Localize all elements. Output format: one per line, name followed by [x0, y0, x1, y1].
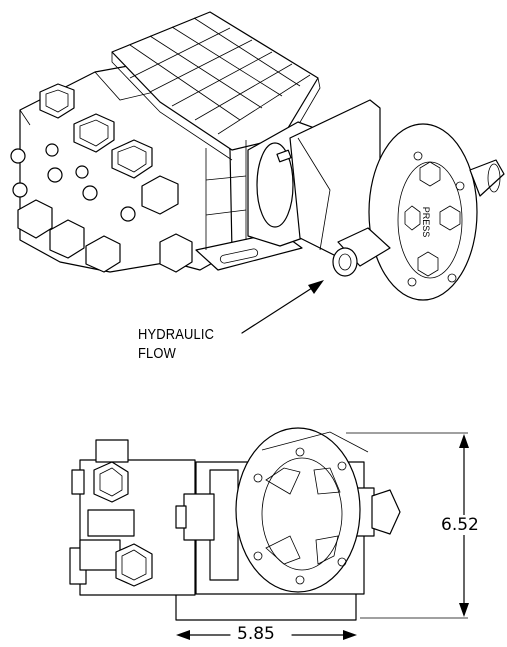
port-label: PRESS: [421, 207, 431, 238]
hydraulic-flow-callout: HYDRAULIC FLOW: [138, 325, 214, 363]
width-dimension-label: 5.85: [234, 624, 278, 644]
hydraulic-fittings: [332, 159, 505, 277]
hex-fittings: [10, 83, 193, 273]
end-cover: [235, 427, 369, 593]
callout-line-1: HYDRAULIC: [138, 326, 215, 343]
isometric-pump-view: PRESS: [10, 11, 505, 301]
hydraulic-flow-leader: [241, 280, 324, 334]
side-view: [69, 427, 469, 640]
base-plate: [175, 589, 357, 621]
width-dimension: [176, 630, 357, 640]
callout-line-2: FLOW: [138, 345, 176, 362]
motor-assembly: PRESS: [247, 99, 478, 301]
height-dimension-label: 6.52: [438, 515, 482, 535]
